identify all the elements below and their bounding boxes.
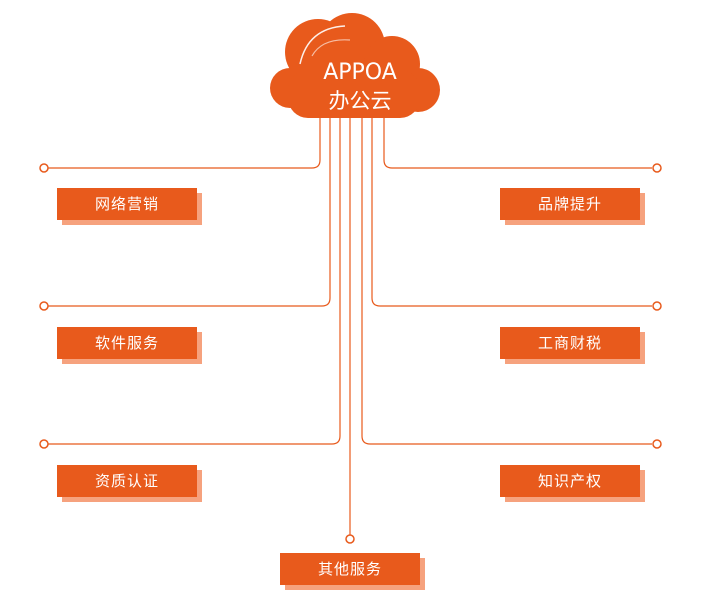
cloud-subtitle: 办公云 — [328, 89, 392, 113]
cloud-title: APPOA — [323, 60, 397, 85]
service-box-certification[interactable]: 资质认证 — [57, 465, 202, 502]
endpoint-dot — [39, 439, 49, 449]
connector-line-2 — [48, 118, 331, 307]
service-label: 其他服务 — [317, 560, 382, 578]
connector-line-1 — [48, 118, 321, 169]
service-label: 资质认证 — [94, 472, 159, 490]
endpoint-dot — [652, 439, 662, 449]
service-box-branding[interactable]: 品牌提升 — [500, 188, 645, 225]
service-box-other[interactable]: 其他服务 — [280, 553, 425, 590]
cloud-shape — [270, 13, 440, 118]
service-label: 工商财税 — [537, 334, 602, 352]
service-box-network-marketing[interactable]: 网络营销 — [57, 188, 202, 225]
service-box-business-tax[interactable]: 工商财税 — [500, 327, 645, 364]
service-label: 品牌提升 — [537, 195, 602, 213]
endpoint-dot — [652, 163, 662, 173]
endpoint-dot — [39, 301, 49, 311]
connector-line-5 — [361, 118, 652, 445]
endpoint-dot — [652, 301, 662, 311]
service-box-ip[interactable]: 知识产权 — [500, 465, 645, 502]
service-label: 知识产权 — [537, 472, 602, 490]
endpoint-dot — [345, 534, 355, 544]
service-box-software[interactable]: 软件服务 — [57, 327, 202, 364]
service-label: 软件服务 — [94, 334, 159, 352]
connector-line-3 — [48, 118, 341, 445]
endpoint-dot — [39, 163, 49, 173]
connector-line-7 — [383, 118, 652, 169]
service-label: 网络营销 — [94, 195, 159, 213]
connector-line-6 — [371, 118, 652, 307]
